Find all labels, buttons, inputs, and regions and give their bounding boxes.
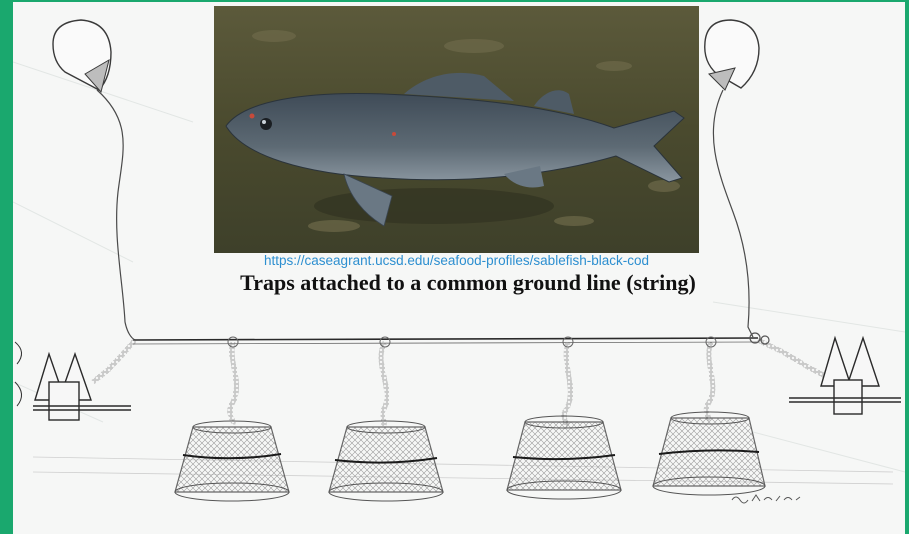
trap-4 xyxy=(653,337,765,495)
right-anchor xyxy=(789,338,901,414)
photo-source-url[interactable]: https://caseagrant.ucsd.edu/seafood-prof… xyxy=(214,253,699,268)
left-buoy-line xyxy=(97,90,135,340)
right-buoy-line xyxy=(713,90,753,337)
sablefish-photo xyxy=(214,6,699,253)
trap-3 xyxy=(507,337,621,499)
diagram-caption: Traps attached to a common ground line (… xyxy=(108,270,828,296)
trap-1 xyxy=(175,337,289,501)
trap-2 xyxy=(329,337,443,501)
right-buoy xyxy=(705,20,759,90)
artist-signature xyxy=(730,492,802,504)
left-buoy xyxy=(53,20,111,92)
ground-line xyxy=(133,338,758,340)
